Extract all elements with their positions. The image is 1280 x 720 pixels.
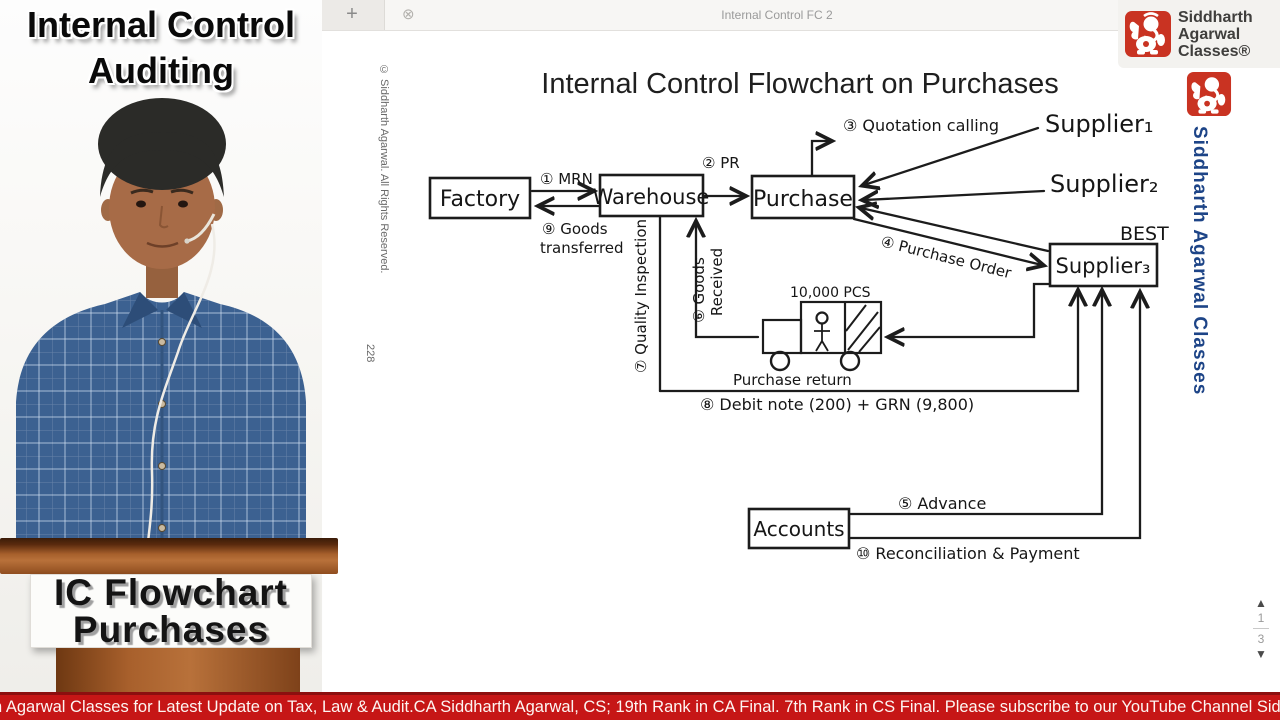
factory-node — [428, 176, 532, 220]
total-pages: 3 — [1257, 632, 1265, 646]
copyright-vertical-text: © Siddharth Agarwal. All Rights Reserved… — [378, 64, 390, 274]
supplier3-label: Supplier₃ — [1056, 254, 1151, 278]
supplier3-node — [1048, 242, 1159, 288]
advance-label: ⑤ Advance — [898, 494, 986, 513]
purchase-node — [750, 174, 856, 220]
podium-sign-line1: IC Flowchart — [53, 572, 289, 613]
podium-sign-line2: Purchases — [72, 609, 270, 650]
brand-name-line1: Siddharth — [1178, 8, 1253, 26]
supplier2-label: Supplier₂ — [1050, 170, 1159, 198]
mrn-label: ① MRN — [540, 170, 593, 188]
current-page: 1 — [1257, 611, 1265, 625]
tab-title[interactable]: Internal Control FC 2 — [721, 8, 833, 22]
purchase-order-label: ④ Purchase Order — [879, 232, 1014, 282]
brand-vertical-text: Siddharth Agarwal Classes — [1189, 126, 1210, 396]
edge-goods-received — [696, 223, 760, 339]
page-up-button[interactable]: ▲ — [1255, 596, 1267, 610]
edge-supplier1-quote — [864, 126, 1040, 185]
mic-wire — [146, 223, 216, 542]
edge-quotation-calling — [810, 141, 830, 177]
presenter-photo — [16, 98, 306, 542]
podium-base — [56, 648, 300, 698]
goods-received-label-2: Received — [708, 248, 726, 316]
pr-label: ② PR — [702, 154, 740, 172]
page-divider — [1253, 628, 1269, 629]
purchase-return-label: Purchase return — [733, 371, 852, 389]
debit-note-label: ⑧ Debit note (200) + GRN (9,800) — [700, 395, 974, 414]
edge-advance — [848, 292, 1102, 516]
reconciliation-label: ⑩ Reconciliation & Payment — [856, 544, 1080, 563]
edge-debit-note — [658, 292, 1078, 393]
goods-received-label-1: ⑥ Goods — [690, 257, 708, 323]
truck-qty-label: 10,000 PCS — [790, 285, 871, 301]
page-number: 228 — [364, 344, 376, 363]
warehouse-node — [598, 173, 705, 218]
podium-sign: IC Flowchart Purchases — [30, 574, 312, 648]
brand-logo-card: Siddharth Agarwal Classes® — [1118, 0, 1280, 68]
purchase-label: Purchase — [753, 187, 853, 212]
video-title-overlay: Internal Control Auditing — [0, 2, 322, 94]
video-title-line1: Internal Control — [27, 4, 295, 45]
news-ticker: h Agarwal Classes for Latest Update on T… — [0, 692, 1280, 720]
delivery-truck-icon — [761, 300, 883, 372]
ticker-text: h Agarwal Classes for Latest Update on T… — [0, 698, 1280, 716]
podium-ledge — [0, 538, 338, 574]
goods-transferred-label-1: ⑨ Goods — [542, 220, 608, 238]
video-title-line2: Auditing — [88, 50, 234, 91]
page-navigator: ▲ 1 3 ▼ — [1244, 596, 1278, 661]
quotation-calling-label: ③ Quotation calling — [843, 116, 999, 135]
warehouse-label: Warehouse — [593, 185, 710, 209]
goods-transferred-label-2: transferred — [540, 239, 624, 257]
purchases-flowchart: Factory Warehouse Purchase Supplier₃ BES… — [428, 110, 1169, 563]
ganesha-logo-icon — [1125, 11, 1171, 57]
factory-label: Factory — [440, 187, 520, 212]
accounts-label: Accounts — [753, 517, 844, 541]
new-tab-button[interactable]: + — [320, 0, 385, 30]
best-tag-label: BEST — [1120, 223, 1169, 245]
page-title: Internal Control Flowchart on Purchases — [541, 68, 1059, 100]
quality-inspection-label: ⑦ Quality Inspection — [632, 219, 650, 373]
accounts-node — [747, 507, 851, 550]
edge-reconciliation — [848, 294, 1140, 540]
ganesha-watermark-icon — [1186, 71, 1232, 117]
page-down-button[interactable]: ▼ — [1255, 647, 1267, 661]
close-tab-icon[interactable]: ⊗ — [402, 6, 415, 23]
edge-supplier3-to-purchase — [861, 208, 1050, 253]
brand-name-line3: Classes® — [1178, 42, 1251, 60]
edge-purchase-order — [852, 217, 1042, 265]
edge-supplier3-to-truck — [890, 282, 1052, 337]
edge-supplier2-quote — [864, 191, 1046, 200]
supplier1-label: Supplier₁ — [1045, 110, 1154, 138]
brand-name-line2: Agarwal — [1178, 25, 1241, 43]
